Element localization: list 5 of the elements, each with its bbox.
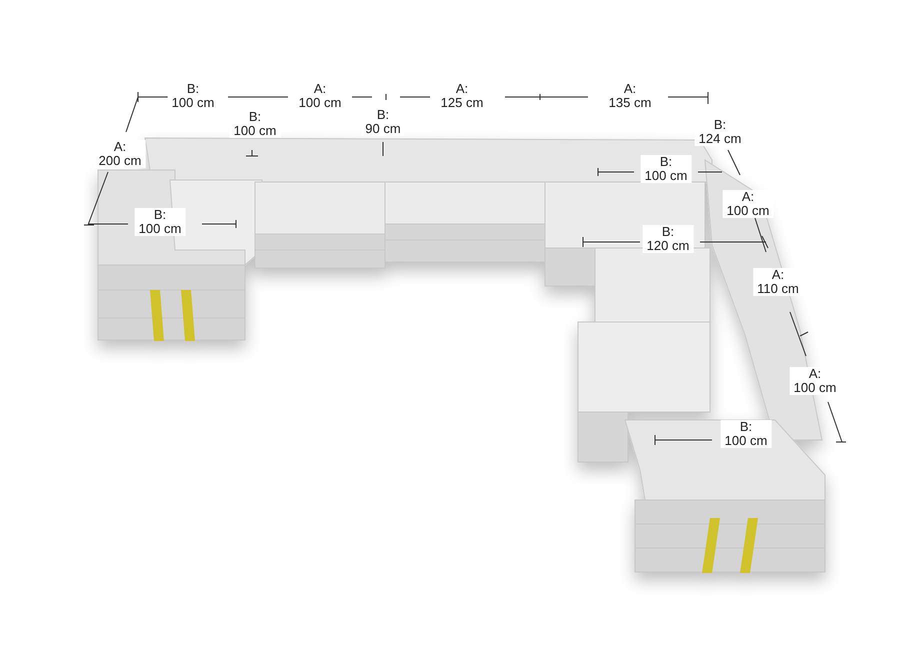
dimension-label: B: 100 cm	[640, 155, 692, 183]
dimension-label: B: 120 cm	[642, 225, 694, 253]
dimension-label: B: 100 cm	[720, 420, 772, 448]
dimension-label: B: 100 cm	[134, 208, 186, 236]
dimension-label: B: 100 cm	[230, 110, 280, 138]
